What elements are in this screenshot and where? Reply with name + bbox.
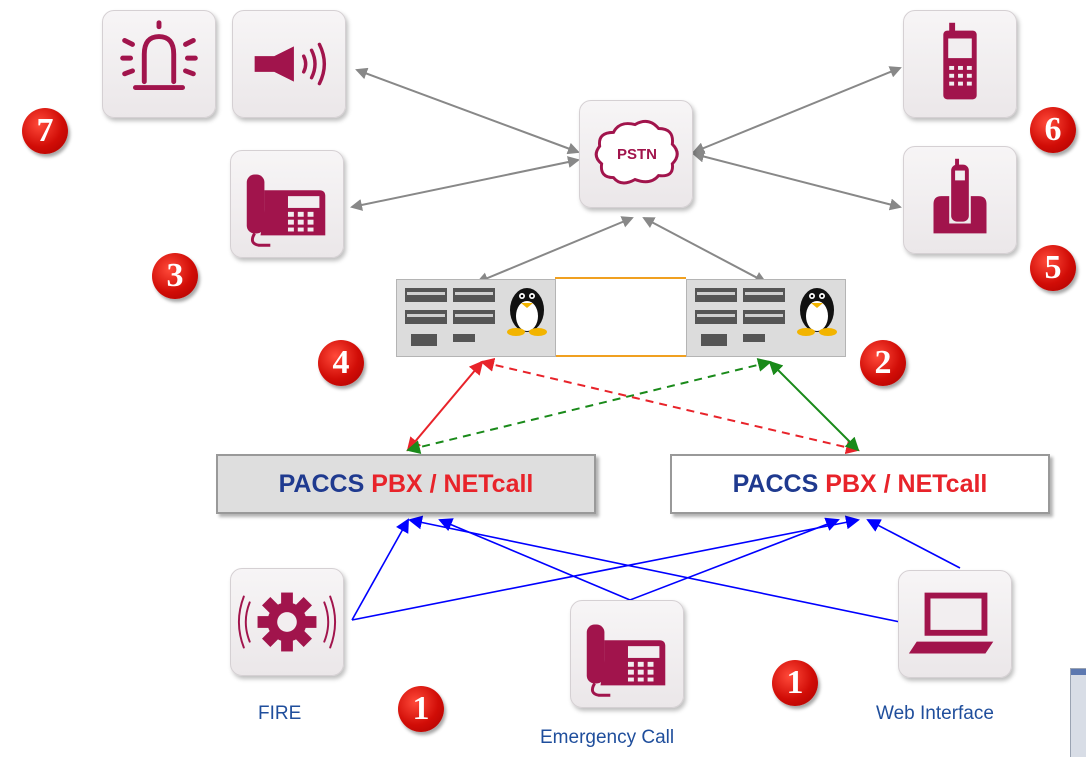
mobile-phone-icon: [943, 22, 977, 100]
pstn-tile: PSTN: [579, 100, 693, 208]
pbx-box-left: PACCS PBX / NETcall: [216, 454, 596, 514]
link-red-left: [406, 360, 484, 452]
link-web-left: [408, 515, 901, 623]
desk-phone-tile: [230, 150, 344, 258]
badge-5: 5: [1030, 245, 1076, 291]
mobile-phone-tile: [903, 10, 1017, 118]
server-icon: [695, 288, 837, 346]
link-green-right: [768, 360, 860, 452]
desk-phone-icon: [246, 174, 326, 247]
loudspeaker-tile: [232, 10, 346, 118]
fire-label: FIRE: [258, 703, 302, 724]
badge-6: 6: [1030, 107, 1076, 153]
link-pstn-speaker: [355, 67, 580, 155]
badge-2: 2: [860, 340, 906, 386]
laptop-icon: [908, 592, 994, 654]
loudspeaker-icon: [254, 42, 327, 86]
link-red-dashed: [480, 357, 860, 455]
link-pstn-cordless: [692, 150, 902, 211]
server-icon: [405, 288, 547, 346]
badge-3: 3: [152, 253, 198, 299]
link-fire-right: [351, 515, 860, 621]
link-emergency-right: [629, 517, 840, 601]
cordless-phone-icon: [933, 158, 987, 234]
link-pstn-mobile: [692, 66, 902, 154]
fire-alarm-icon: [237, 592, 337, 652]
laptop-tile: [898, 570, 1012, 678]
link-fire-left: [351, 518, 409, 621]
screenshot-thumbnail: [1070, 668, 1086, 757]
link-pstn-deskphone: [350, 156, 580, 211]
link-pstn-server-right: [642, 217, 767, 283]
linux-penguin-icon: [797, 288, 837, 336]
pbx-right-product: PBX / NETcall: [825, 469, 988, 498]
badge-1-left: 1: [398, 686, 444, 732]
siren-tile: [102, 10, 216, 118]
cloud-icon: [594, 119, 679, 185]
badge-1-right: 1: [772, 660, 818, 706]
pbx-left-brand: PACCS: [278, 469, 365, 498]
server-right: [686, 279, 846, 357]
fire-alarm-tile: [230, 568, 344, 676]
pbx-right-brand: PACCS: [732, 469, 819, 498]
pbx-box-right: PACCS PBX / NETcall: [670, 454, 1050, 514]
web-interface-label: Web Interface: [876, 703, 994, 724]
linux-penguin-icon: [507, 288, 547, 336]
link-web-right: [866, 519, 961, 569]
siren-icon: [120, 20, 198, 91]
server-left: [396, 279, 556, 357]
emergency-call-label: Emergency Call: [540, 727, 675, 748]
pbx-left-product: PBX / NETcall: [371, 469, 534, 498]
link-pstn-server-left: [476, 216, 634, 284]
badge-4: 4: [318, 340, 364, 386]
desk-phone-icon: [586, 624, 666, 697]
badge-7: 7: [22, 108, 68, 154]
pstn-label: PSTN: [616, 146, 657, 163]
cordless-phone-tile: [903, 146, 1017, 254]
emergency-phone-tile: [570, 600, 684, 708]
link-green-dashed: [406, 358, 772, 454]
